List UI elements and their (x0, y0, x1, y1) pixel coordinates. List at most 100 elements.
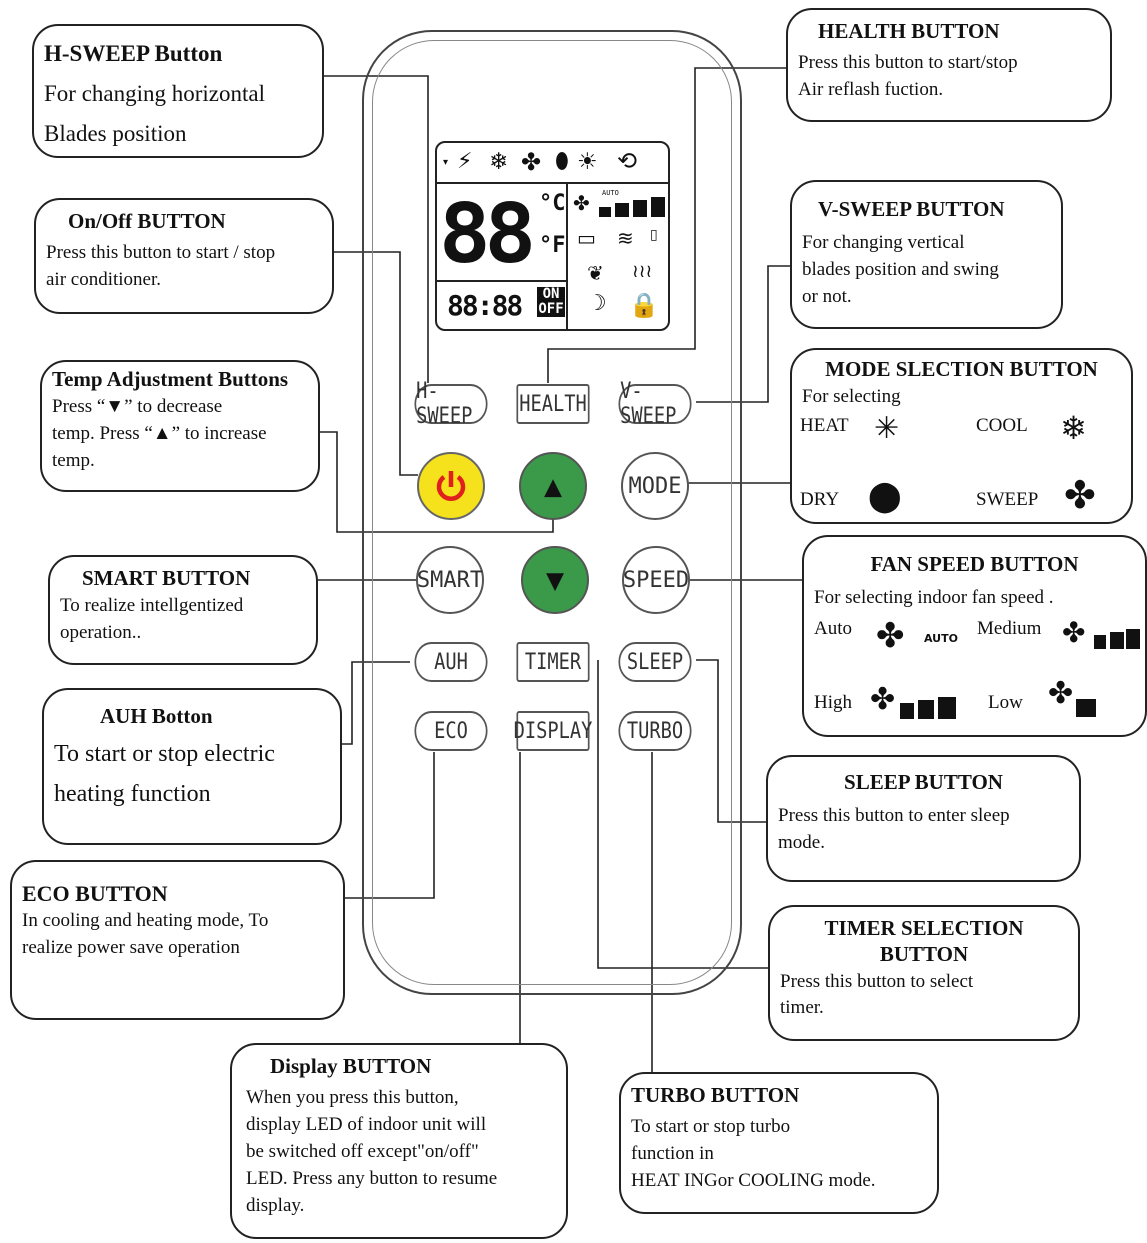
callout-title: SLEEP BUTTON (844, 770, 1003, 794)
callout-title: SMART BUTTON (82, 566, 251, 590)
lightning-icon: ⚡ (457, 149, 473, 174)
line-sleep (696, 659, 768, 823)
unit-fahrenheit: °F (539, 233, 566, 258)
callout-line: Press this button to start/stop (798, 52, 1018, 73)
line-temp (320, 431, 554, 533)
up-arrow-icon: ▲ (543, 468, 563, 504)
fan-intro: For selecting indoor fan speed . (814, 587, 1054, 608)
callout-title: ECO BUTTON (22, 881, 168, 906)
callout-turbo: TURBO BUTTON To start or stop turbo func… (619, 1072, 939, 1214)
auh-button[interactable]: AUH (414, 642, 488, 682)
callout-title: TIMER SELECTION (824, 916, 1024, 940)
fan-auto-label: Auto (814, 618, 852, 639)
smart-button[interactable]: SMART (416, 546, 484, 614)
callout-title: V-SWEEP BUTTON (818, 197, 1005, 221)
callout-line: When you press this button, (246, 1087, 459, 1108)
line-eco (345, 752, 435, 899)
callout-line: Press this button to select (780, 971, 974, 992)
callout-title: TURBO BUTTON (631, 1083, 800, 1107)
timer-button[interactable]: TIMER (516, 642, 590, 682)
callout-line: Press “▼” to decrease (52, 396, 223, 417)
callout-line: mode. (778, 832, 825, 853)
callout-line: For changing horizontal (44, 81, 266, 106)
remote-body (362, 30, 742, 995)
callout-line: HEAT INGor COOLING mode. (631, 1170, 876, 1191)
callout-auh: AUH Botton To start or stop electric hea… (42, 688, 342, 845)
callout-temp-adjust: Temp Adjustment Buttons Press “▼” to dec… (40, 360, 320, 492)
fan-medium-icon: ✤ (1062, 616, 1086, 649)
callout-smart: SMART BUTTON To realize intellgentized o… (48, 555, 318, 665)
callout-line: Blades position (44, 121, 187, 146)
fan-high-bars (900, 697, 956, 719)
sweep-fan-icon: ✤ (1064, 473, 1096, 517)
unit-celsius: °C (539, 191, 566, 216)
callout-health: HEALTH BUTTON Press this button to start… (786, 8, 1112, 122)
fan-medium-label: Medium (977, 618, 1042, 639)
eco-button[interactable]: ECO (414, 711, 488, 751)
lcd-dividers (437, 182, 668, 329)
heat-icon: ✳ (874, 411, 900, 446)
leaf-icon: ❦ (587, 261, 604, 285)
display-button[interactable]: DISPLAY (514, 711, 592, 751)
line-vsweep (696, 265, 790, 403)
mode-cool-label: COOL (976, 415, 1028, 436)
v-sweep-button[interactable]: V-SWEEP (618, 379, 692, 429)
h-sweep-button[interactable]: H-SWEEP (414, 379, 488, 429)
callout-line: timer. (780, 997, 824, 1018)
fan-high-icon: ✤ (870, 682, 896, 717)
callout-h-sweep: H-SWEEP Button For changing horizontal B… (32, 24, 324, 158)
callout-line: display. (246, 1195, 305, 1216)
callout-title: AUH Botton (100, 704, 213, 728)
lcd-clock: 88:88 (447, 289, 523, 322)
callout-title: H-SWEEP Button (44, 41, 223, 66)
callout-line: temp. (52, 450, 95, 471)
sleep-button[interactable]: SLEEP (618, 642, 692, 682)
fan-high-label: High (814, 692, 852, 713)
callout-line: display LED of indoor unit will (246, 1114, 487, 1135)
speed-button[interactable]: SPEED (622, 546, 690, 614)
power-icon (436, 471, 466, 501)
callout-title: HEALTH BUTTON (818, 19, 1000, 43)
line-auh (342, 661, 410, 745)
lcd-fan-icon: ✤ (573, 191, 590, 215)
callout-title-2: BUTTON (879, 942, 969, 966)
callout-line: realize power save operation (22, 937, 240, 958)
callout-sleep: SLEEP BUTTON Press this button to enter … (766, 755, 1081, 882)
callout-line: heating function (54, 781, 211, 807)
callout-line: For changing vertical (802, 232, 965, 253)
mode-intro: For selecting (802, 386, 901, 407)
callout-title: Temp Adjustment Buttons (52, 367, 289, 391)
mode-button[interactable]: MODE (621, 452, 689, 520)
callout-line: To start or stop turbo (631, 1116, 791, 1137)
callout-v-sweep: V-SWEEP BUTTON For changing vertical bla… (790, 180, 1063, 329)
power-button[interactable] (417, 452, 485, 520)
line-onoff (334, 251, 418, 476)
lcd-screen: ▾ ⚡ ❄ ✤ ⬮ ☀ ⟲ 88 °C °F 88:88 ON OFF ✤ AU… (435, 141, 670, 331)
health-button[interactable]: HEALTH (516, 384, 590, 424)
mode-dry-label: DRY (800, 489, 840, 510)
drop-icon: ⬮ (555, 149, 569, 174)
mode-heat-label: HEAT (800, 415, 849, 436)
callout-line: LED. Press any button to resume (246, 1168, 498, 1189)
on-off-indicator: ON OFF (537, 286, 565, 317)
temp-up-button[interactable]: ▲ (519, 452, 587, 520)
signal-icon: ▾ (443, 157, 449, 168)
temp-down-button[interactable]: ▼ (521, 546, 589, 614)
fan-auto-icon: ✤ (876, 616, 905, 656)
turbo-button[interactable]: TURBO (618, 711, 692, 751)
lock-icon: 🔒 (629, 291, 659, 319)
callout-title: FAN SPEED BUTTON (870, 552, 1079, 576)
moon-icon: ☽ (587, 291, 607, 316)
callout-fan-speed: FAN SPEED BUTTON For selecting indoor fa… (802, 535, 1147, 737)
cool-icon: ❄ (1060, 409, 1087, 447)
vane-icon: ▭ (577, 226, 596, 250)
callout-on-off: On/Off BUTTON Press this button to start… (34, 198, 334, 314)
lcd-speed-bars (599, 197, 665, 217)
callout-mode: MODE SLECTION BUTTON For selecting HEAT … (790, 348, 1133, 524)
callout-line: To start or stop electric (54, 741, 275, 767)
callout-line: function in (631, 1143, 714, 1164)
snowflake-icon: ❄ (489, 149, 509, 175)
callout-line: be switched off except"on/off" (246, 1141, 479, 1162)
window-icon: ▯ (650, 227, 658, 243)
dry-icon: ⬤ (868, 479, 902, 514)
